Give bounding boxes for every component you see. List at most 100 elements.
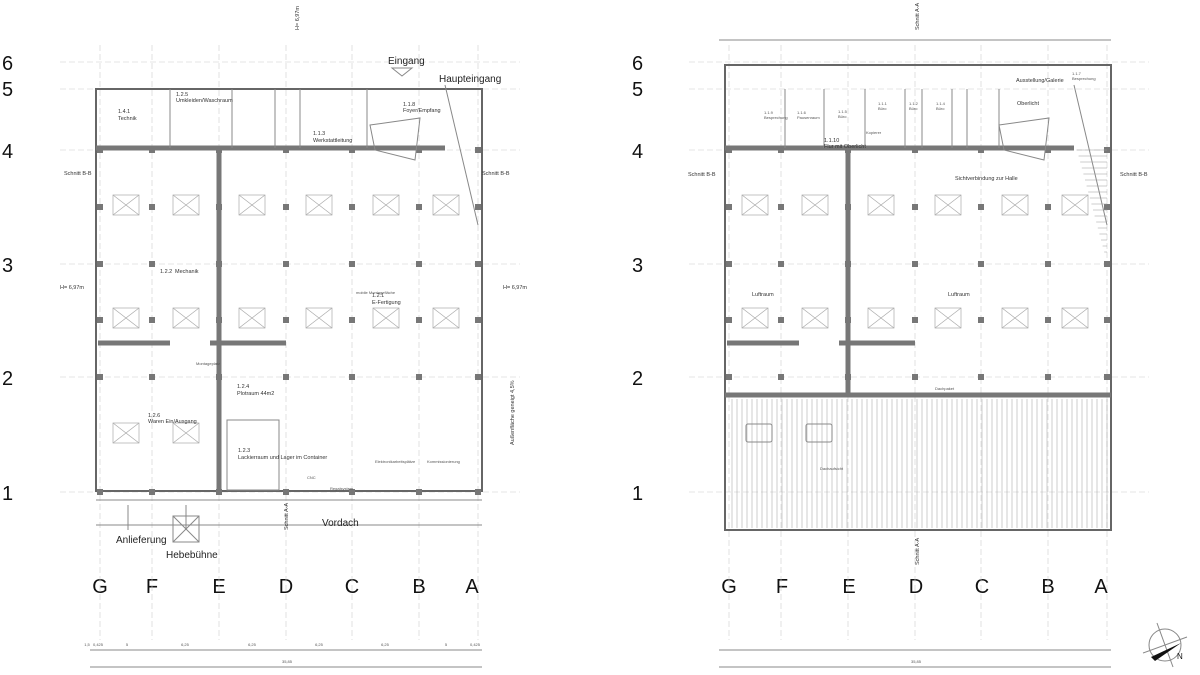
column-pillar — [778, 317, 784, 323]
row-label: 3 — [632, 255, 643, 277]
room-name: Büro — [909, 106, 918, 111]
copier-label: Kopierer — [866, 130, 882, 135]
room-name: Flur mit Oberlicht — [824, 144, 866, 150]
section-bb-label: Schnitt B-B — [1120, 172, 1148, 178]
skylight-cross — [238, 194, 266, 216]
room-name: Mechanik — [175, 269, 199, 275]
skylight-box — [112, 307, 140, 329]
room-name: Umkleiden/Waschraum — [176, 98, 233, 104]
skylight-cross — [1001, 194, 1029, 216]
dimension-value: 6,25 — [248, 642, 257, 647]
room-name: Foyer/Empfang — [403, 108, 441, 114]
column-pillar — [349, 374, 355, 380]
room-name: Technik — [118, 116, 137, 122]
note: Montageplatz — [196, 361, 220, 366]
column-pillar — [475, 317, 481, 323]
column-pillar — [416, 374, 422, 380]
column-pillar — [149, 261, 155, 267]
container — [226, 419, 280, 491]
skylight-cross — [801, 194, 829, 216]
column-pillar — [97, 261, 103, 267]
room-id: 1.2.6 — [148, 413, 160, 419]
skylight-cross — [432, 307, 460, 329]
skylight-cross — [172, 194, 200, 216]
skylight-cross — [238, 307, 266, 329]
column-pillar — [1045, 374, 1051, 380]
skylight-box — [372, 307, 400, 329]
skylight-box — [112, 194, 140, 216]
section-bb-label: Schnitt B-B — [688, 172, 716, 178]
column-label: A — [1094, 576, 1108, 598]
skylight-cross — [867, 307, 895, 329]
skylight-box — [1061, 194, 1089, 216]
skylight-cross — [801, 307, 829, 329]
column-pillar — [97, 204, 103, 210]
dimension-value: 6,25 — [315, 642, 324, 647]
column-label: A — [465, 576, 479, 598]
skylight-box — [172, 307, 200, 329]
column-pillar — [778, 374, 784, 380]
row-label: 5 — [2, 79, 13, 101]
column-label: D — [909, 576, 923, 598]
height-label: H= 6,97m — [295, 6, 301, 30]
skylight-cross — [934, 307, 962, 329]
row-label: 2 — [2, 368, 13, 390]
skylight-box — [1061, 307, 1089, 329]
section-bb-label: Schnitt B-B — [64, 171, 92, 177]
room-id: 1.2.2 — [160, 269, 172, 275]
room-id: 1.4.1 — [118, 109, 130, 115]
skylight-cross — [1061, 194, 1089, 216]
row-label: 3 — [2, 255, 13, 277]
skylight-box — [934, 307, 962, 329]
skylight-cross — [741, 194, 769, 216]
column-pillar — [475, 204, 481, 210]
skylight-box — [801, 307, 829, 329]
column-pillar — [1104, 261, 1110, 267]
column-pillar — [726, 317, 732, 323]
room-name: Lackierraum und Lager im Container — [238, 455, 327, 461]
facade-angled — [444, 84, 479, 226]
room-name: Büro — [838, 114, 847, 119]
skylight-box — [1001, 194, 1029, 216]
skylight-box — [432, 307, 460, 329]
north-label: N — [1177, 652, 1183, 661]
dimension-total: 35,85 — [911, 659, 922, 664]
room-id: 1.1.5 — [838, 109, 848, 114]
skylight-box — [305, 194, 333, 216]
room-id: 1.1.6 — [797, 110, 807, 115]
column-pillar — [912, 317, 918, 323]
upper-floor-labels: Schnitt A-A Schnitt A-A Schnitt B-B Schn… — [688, 2, 1148, 565]
skylight-cross — [172, 307, 200, 329]
skylight-box — [867, 307, 895, 329]
skylight-cross — [372, 194, 400, 216]
height-label: H= 6,97m — [503, 285, 527, 291]
column-pillar — [778, 261, 784, 267]
row-label: 1 — [2, 483, 13, 505]
skylight-cross — [934, 194, 962, 216]
column-pillar — [978, 204, 984, 210]
column-pillar — [1104, 204, 1110, 210]
stair — [369, 117, 421, 161]
column-pillar — [97, 317, 103, 323]
column-label: E — [842, 576, 855, 598]
section-aa-label: Schnitt A-A — [284, 502, 290, 530]
column-pillar — [349, 204, 355, 210]
dimension-value: 0,425 — [470, 642, 481, 647]
void-label: Luftraum — [948, 292, 970, 298]
skylight-cross — [1001, 307, 1029, 329]
main-entrance-label: Haupteingang — [439, 74, 501, 85]
dimension-value: 6,25 — [181, 642, 190, 647]
room-id: 1.1.8 — [403, 102, 415, 108]
column-pillar — [1045, 317, 1051, 323]
skylight-box — [238, 307, 266, 329]
skylight-box — [1001, 307, 1029, 329]
column-pillar — [726, 261, 732, 267]
facade-angled — [1073, 84, 1108, 226]
room-name: Besprechung — [764, 115, 788, 120]
skylight-cross — [112, 307, 140, 329]
column-pillar — [97, 374, 103, 380]
column-pillar — [216, 489, 222, 495]
stair — [998, 117, 1050, 161]
skylight-box — [305, 307, 333, 329]
roof-skylight — [805, 423, 833, 443]
